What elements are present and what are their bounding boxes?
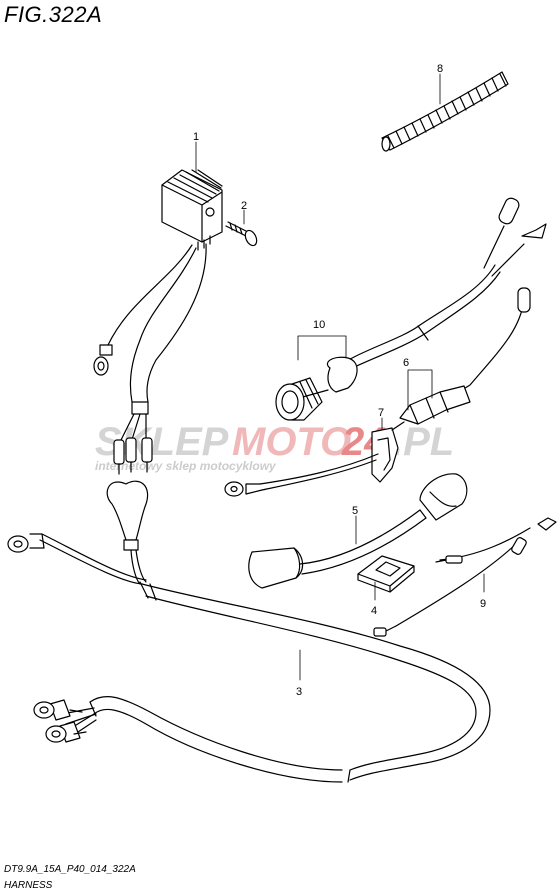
callout-1: 1 [193, 131, 199, 143]
small-lead [373, 517, 557, 637]
watermark-part-b: MOTO [232, 420, 351, 464]
callout-3: 3 [296, 686, 302, 698]
boot-lead [248, 473, 468, 589]
connector-and-clip [224, 287, 531, 497]
callout-10: 10 [313, 319, 325, 331]
watermark: SKLEP MOTO 24 .PL internetowy sklep moto… [95, 420, 454, 473]
callout-5: 5 [352, 505, 358, 517]
grommet-and-wires [275, 197, 547, 421]
callout-8: 8 [437, 63, 443, 75]
watermark-part-d: .PL [392, 420, 454, 464]
figure-title: FIG.322A [4, 2, 103, 27]
leader-lines [195, 73, 485, 681]
watermark-tagline: internetowy sklep motocyklowy [95, 459, 277, 473]
callout-2: 2 [241, 200, 247, 212]
callout-9: 9 [480, 598, 486, 610]
screw [225, 221, 258, 247]
callout-6: 6 [403, 357, 409, 369]
callout-7: 7 [378, 407, 384, 419]
grommet-plate [357, 555, 415, 593]
callout-4: 4 [371, 605, 377, 617]
spiral-protector [381, 71, 509, 152]
model-code: DT9.9A_15A_P40_014_322A [4, 864, 136, 875]
rectifier-unit [93, 169, 223, 475]
figure-caption: HARNESS [4, 880, 53, 891]
main-harness [7, 480, 491, 783]
